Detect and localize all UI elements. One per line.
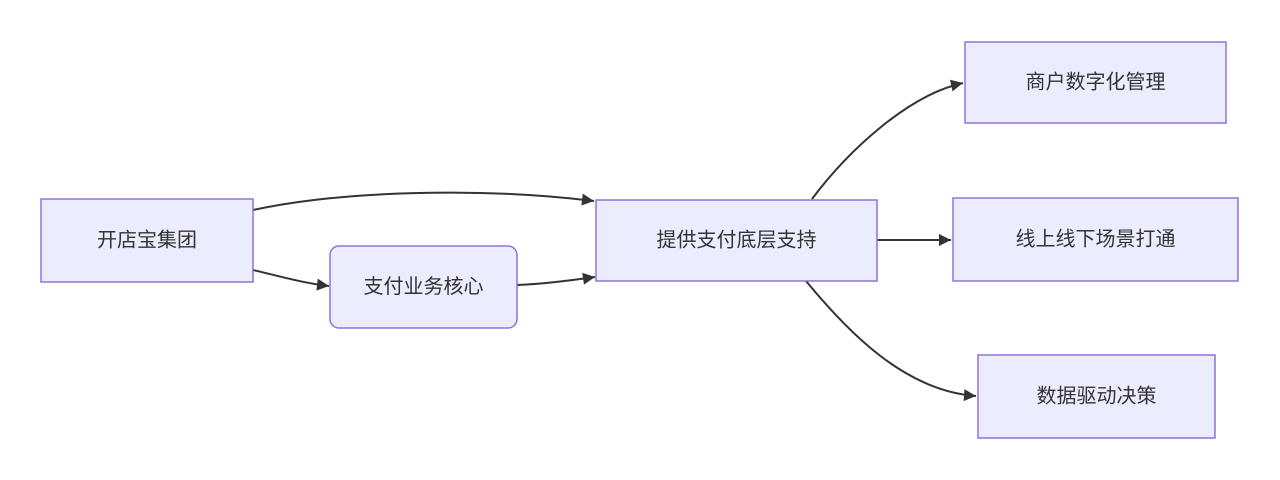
node-data-driven: 数据驱动决策 <box>977 354 1216 439</box>
node-box-online-offline <box>952 197 1239 282</box>
node-label-merchant-digital: 商户数字化管理 <box>1026 71 1166 94</box>
node-label-payment-core: 支付业务核心 <box>364 275 484 298</box>
node-box-payment-core <box>329 245 518 329</box>
node-box-data-driven <box>977 354 1216 439</box>
node-kaidianbao-group: 开店宝集团 <box>40 198 254 283</box>
node-label-payment-support: 提供支付底层支持 <box>657 229 817 252</box>
node-label-online-offline: 线上线下场景打通 <box>1016 228 1176 251</box>
node-box-kaidianbao-group <box>40 198 254 283</box>
node-box-payment-support <box>595 199 878 282</box>
node-merchant-digital: 商户数字化管理 <box>964 41 1227 124</box>
edge-kaidianbao-group-to-payment-support <box>252 191 595 211</box>
edge-payment-support-to-data-driven <box>805 280 977 402</box>
node-label-data-driven: 数据驱动决策 <box>1037 385 1157 408</box>
node-online-offline: 线上线下场景打通 <box>952 197 1239 282</box>
node-payment-support: 提供支付底层支持 <box>595 199 878 282</box>
edge-payment-core-to-payment-support <box>516 272 596 286</box>
node-payment-core: 支付业务核心 <box>329 245 518 329</box>
node-box-merchant-digital <box>964 41 1227 124</box>
edge-payment-support-to-merchant-digital <box>811 79 964 200</box>
node-label-kaidianbao-group: 开店宝集团 <box>97 229 197 252</box>
edge-kaidianbao-group-to-payment-core <box>252 269 330 291</box>
